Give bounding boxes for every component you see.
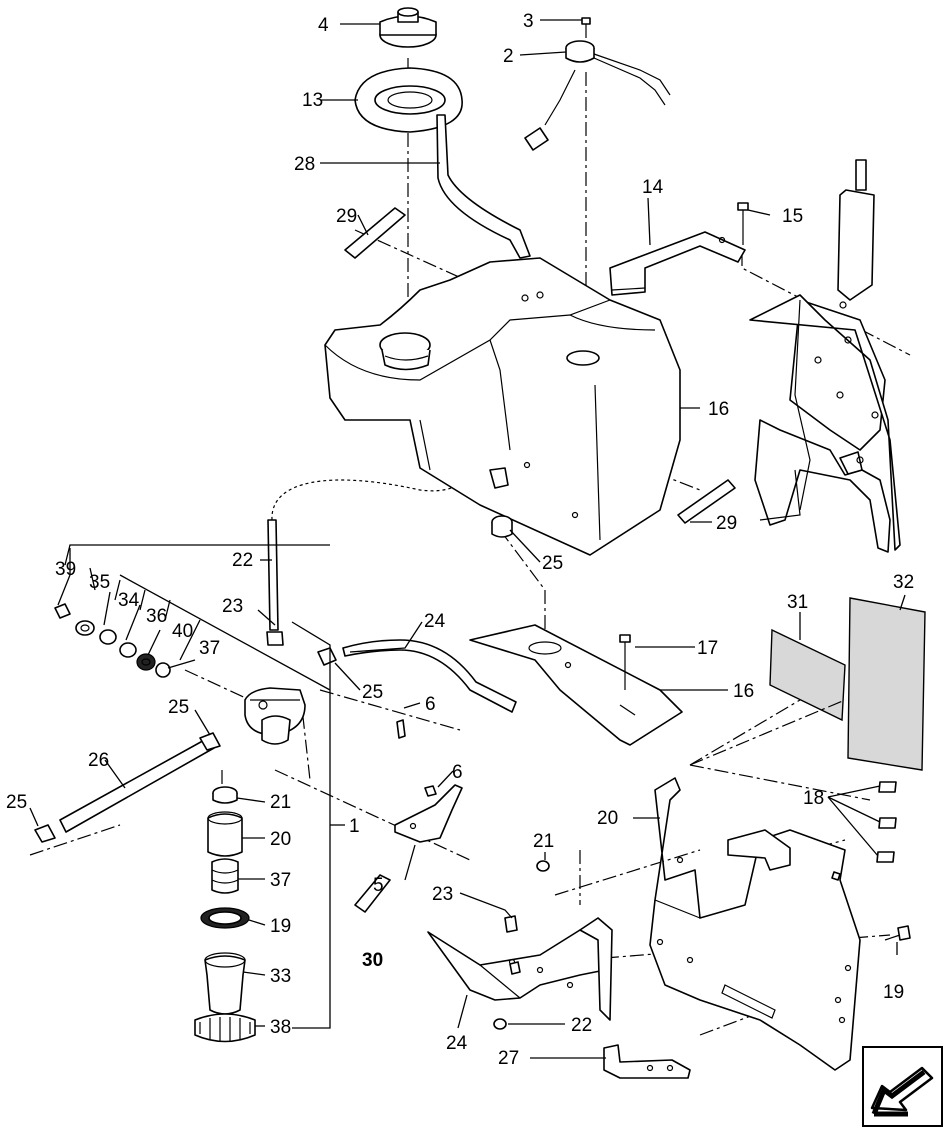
callout-13: 18 [803,788,824,809]
callout-28: 28 [294,154,315,175]
callout-32: 32 [893,572,914,593]
callout-11: 16 [733,681,754,702]
fuel-tank [324,257,681,556]
callout-40: 39 [55,559,76,580]
callout-19: 21 [270,792,291,813]
side-panel [649,777,861,1071]
tank-pad-lower [677,479,736,524]
callout-4: 4 [318,15,329,36]
callout-22: 22 [232,550,253,571]
callout-9: 15 [782,206,803,227]
next-page-button[interactable] [862,1046,943,1127]
callout-2: 2 [503,46,514,67]
arrow-down-left-icon [870,1066,934,1117]
callout-34: 37 [270,870,291,891]
callout-6-upper: 6 [425,694,436,715]
callout-8: 14 [642,177,664,198]
callout-36: 37 [199,638,220,659]
callout-27: 27 [498,1048,519,1069]
callout-24: 24 [424,611,446,632]
callout-labels: 4 3 2 13 28 29 14 15 16 29 25 22 23 24 1… [6,11,914,1069]
hose-clip-small [266,631,284,646]
filler-collar [354,67,463,133]
hose-clip-left-end [34,824,56,843]
hose-clip-upper [317,647,337,666]
fuel-hose-curved [342,639,517,713]
callout-1: 1 [349,816,360,837]
callout-12: 17 [697,638,718,659]
filler-cap [379,7,437,48]
leader-lines [29,19,906,1059]
callout-7: 13 [302,90,323,111]
callout-25-end: 25 [6,792,27,813]
callout-39: 38 [270,1017,291,1038]
callout-30: 30 [362,950,383,971]
fuel-sender [524,17,671,151]
callout-21: 19 [270,916,291,937]
callout-14: 19 [883,982,904,1003]
callout-10: 16 [708,399,729,420]
callout-31: 31 [787,592,808,613]
filter-element-stack [194,786,256,1043]
mount-bracket-27 [603,1044,691,1079]
callout-35: 34 [118,590,140,611]
tank-strap-bracket [609,202,749,296]
callout-5: 5 [373,875,384,896]
callout-16-upper: 21 [533,831,554,852]
callout-25-filter: 25 [168,697,189,718]
lower-guard-panel [427,915,613,1021]
callout-25-hose: 25 [362,682,383,703]
hose-clip-filter-side [199,732,221,751]
callout-3: 3 [523,11,534,32]
tank-pad-upper [344,207,406,259]
callout-18: 24 [446,1033,468,1054]
nut-16 [493,860,550,1030]
callout-25-tank: 25 [542,553,563,574]
filter-mount-bracket [354,719,463,913]
washer-set [54,603,171,678]
callout-38: 35 [89,572,110,593]
callout-37: 36 [146,606,167,627]
callout-6-lower: 6 [452,762,463,783]
callout-29-upper: 29 [336,206,357,227]
fuel-filter-head [244,687,306,745]
callout-20: 20 [270,829,291,850]
callout-26: 26 [88,750,109,771]
decal-31 [769,628,846,722]
callout-16-lower: 22 [571,1015,592,1036]
bolt-14 [884,925,911,941]
callout-41: 40 [172,621,193,642]
steering-frame [749,159,901,553]
decal-guide [689,699,846,766]
callout-15: 20 [597,808,618,829]
fuel-hose-return [59,737,215,833]
hose-clip-tank [491,515,513,538]
decal-32 [847,597,926,771]
fuel-hose-vertical [267,519,279,631]
tank-support-plate [469,624,683,746]
callout-23: 23 [222,596,243,617]
small-pads [876,781,897,863]
callout-29-lower: 29 [716,513,737,534]
vent-hose [436,114,531,259]
callout-33: 33 [270,966,291,987]
callout-17: 23 [432,884,453,905]
bolt-12 [619,634,631,690]
